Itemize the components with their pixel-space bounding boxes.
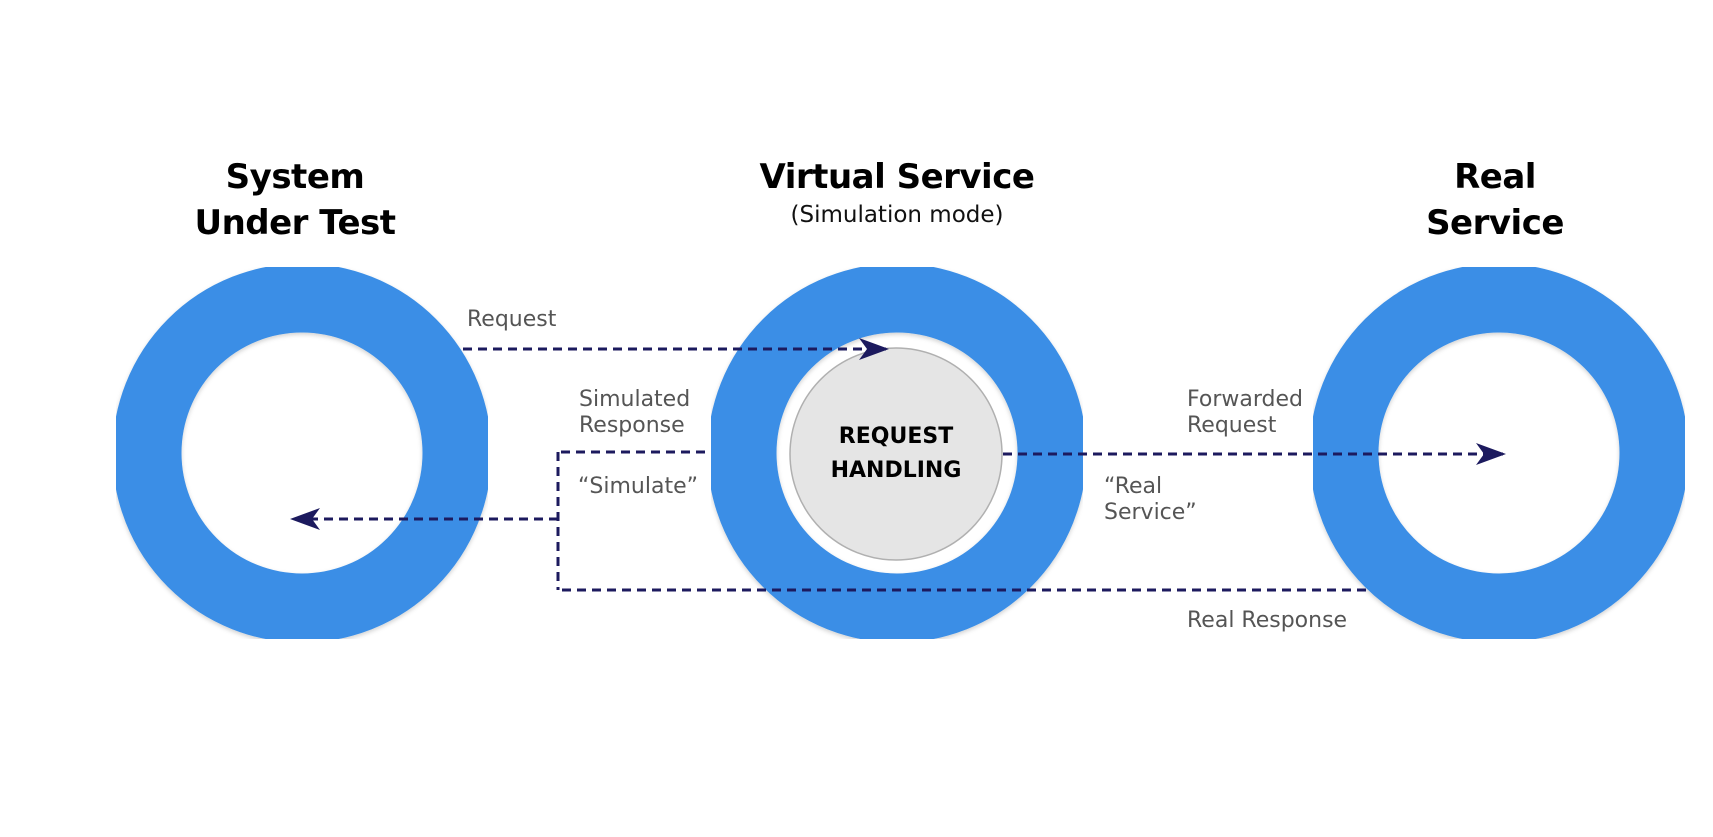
forwarded-request-label: Forwarded Request: [1187, 387, 1303, 439]
request-handling-label-line2: HANDLING: [830, 458, 962, 483]
system-under-test-title-line2: Under Test: [194, 203, 396, 243]
forwarded-request-label-line1: Forwarded: [1187, 387, 1303, 412]
virtual-service-subtitle: (Simulation mode): [790, 202, 1004, 228]
system-under-test-title-line1: System: [225, 157, 365, 197]
forwarded-request-label-line2: Request: [1187, 413, 1277, 438]
request-handling-hub: [789, 347, 1003, 561]
real-service-title-line2: Service: [1426, 203, 1564, 243]
request-handling-label-line1: REQUEST: [838, 424, 954, 449]
request-label: Request: [467, 307, 557, 332]
virtual-service-title: Virtual Service: [759, 157, 1035, 197]
real-service-ring: [1309, 263, 1689, 643]
real-service-mode-label-line1: “Real: [1104, 474, 1163, 499]
simulated-response-label-line2: Response: [579, 413, 685, 438]
real-service-mode-label: “Real Service”: [1104, 474, 1197, 526]
request-handling-label: REQUEST HANDLING: [796, 420, 996, 488]
system-under-test-title: System Under Test: [150, 154, 440, 246]
real-response-label: Real Response: [1187, 608, 1348, 633]
system-under-test-ring: [112, 263, 492, 643]
real-service-title: Real Service: [1380, 154, 1610, 246]
simulated-response-label: Simulated Response: [579, 387, 690, 439]
real-service-title-line1: Real: [1454, 157, 1536, 197]
simulate-label: “Simulate”: [578, 474, 699, 499]
simulated-response-label-line1: Simulated: [579, 387, 691, 412]
real-service-mode-label-line2: Service”: [1104, 500, 1197, 525]
